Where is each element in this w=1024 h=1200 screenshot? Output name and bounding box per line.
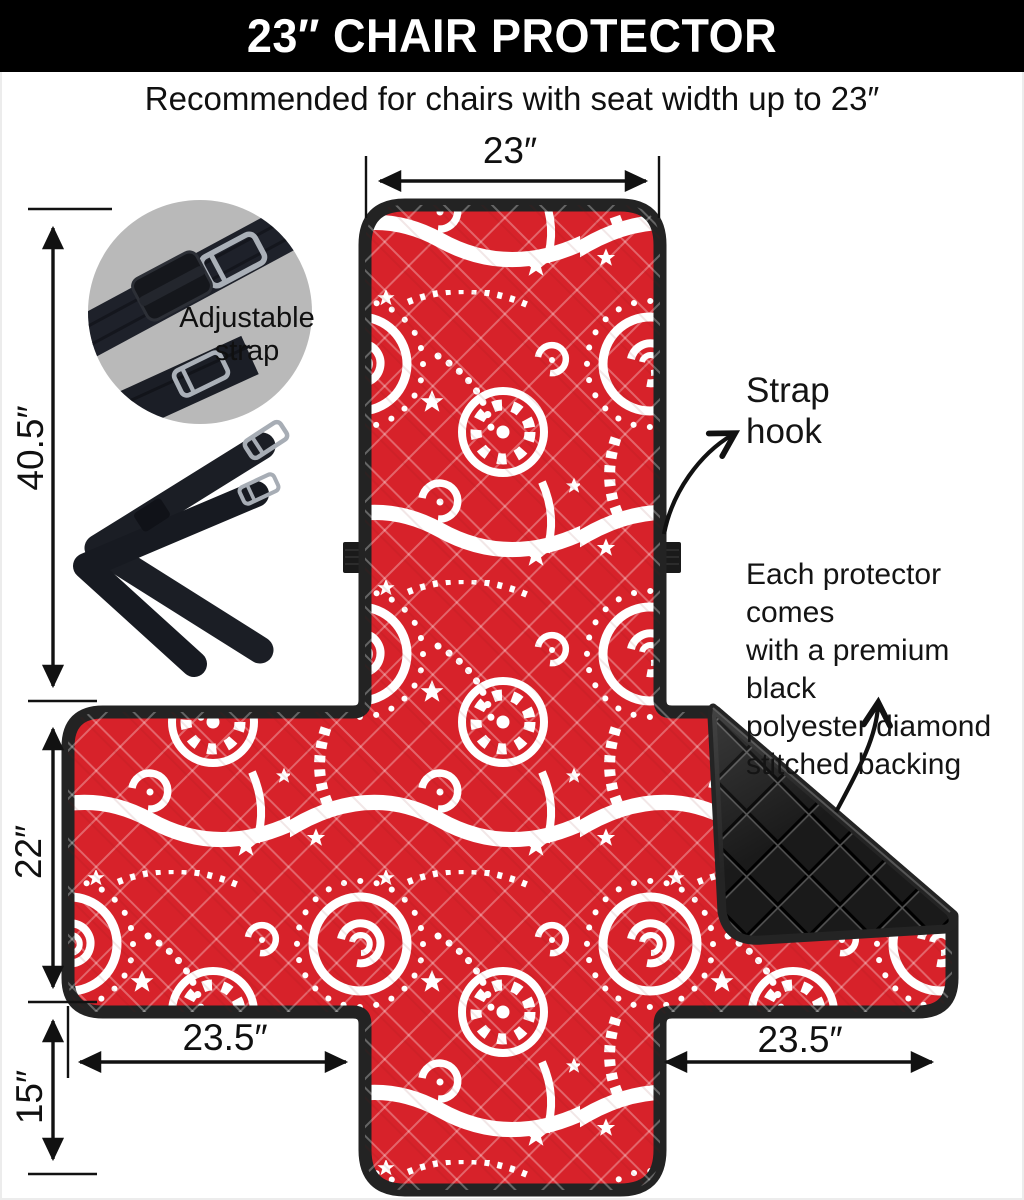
strap-hook-metal-icon	[171, 350, 231, 398]
quilted-backing-fold	[707, 703, 958, 945]
dimension-back-height	[28, 207, 112, 703]
dim-right-flap-label: 23.5″	[757, 1019, 843, 1060]
dim-top-width-label: 23″	[482, 130, 538, 171]
dim-back-height-label: 40.5″	[10, 405, 51, 491]
straps-photo	[73, 419, 290, 677]
dim-front-height-label: 15″	[9, 1069, 50, 1125]
dimension-front-height	[28, 1018, 97, 1176]
dimension-side-height	[28, 726, 97, 1004]
strap-hook-arrow	[661, 430, 741, 535]
adjustable-strap-label: Adjustable strap	[179, 302, 315, 367]
chair-protector-shape	[61, 198, 959, 1197]
dim-left-flap-label: 23.5″	[182, 1017, 268, 1058]
dimension-left-flap	[66, 1006, 349, 1078]
page-title: 23″ CHAIR PROTECTOR	[246, 8, 778, 63]
strap-hook-label: Strap hook	[746, 371, 830, 451]
strap-adjuster-buckle-icon	[131, 250, 213, 322]
header-bar: 23″ CHAIR PROTECTOR	[0, 0, 1024, 72]
subtitle: Recommended for chairs with seat width u…	[144, 80, 880, 117]
dimension-top-width	[364, 156, 661, 218]
dimension-lines	[28, 156, 935, 1176]
backing-note-arrow	[834, 696, 893, 813]
backing-note: Each protector comes with a premium blac…	[746, 558, 992, 781]
dim-side-height-label: 22″	[8, 824, 49, 880]
